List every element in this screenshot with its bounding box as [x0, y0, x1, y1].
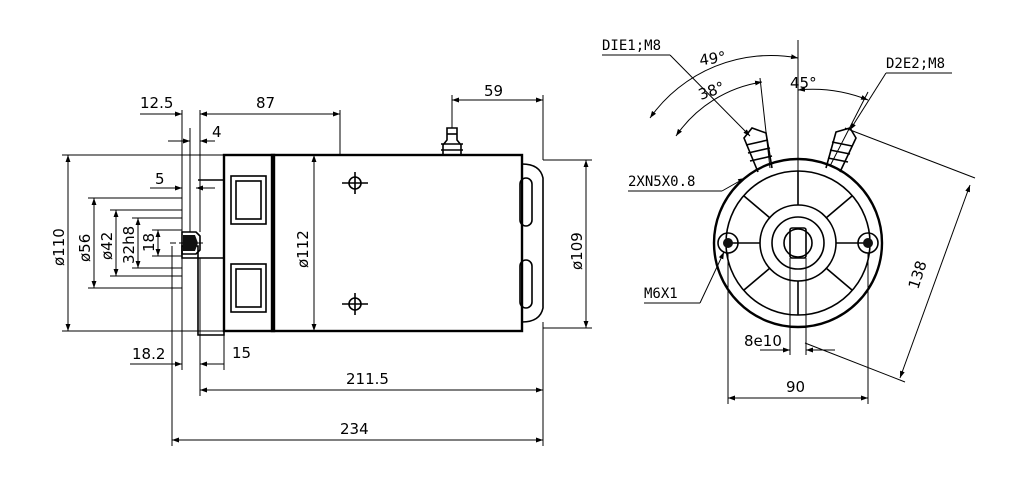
dim-dia-56: ø56 — [76, 197, 182, 289]
angle-45: 45° — [790, 74, 869, 167]
dim-dia-56-label: ø56 — [76, 234, 94, 262]
dim-211-5-label: 211.5 — [346, 370, 389, 388]
body-screw-top — [342, 172, 368, 194]
callout-8e10: 8e10 — [744, 258, 835, 355]
dim-5-label: 5 — [155, 170, 165, 188]
end-view: 49° 38° 45° DIE1;M8 D2E2;M8 2XN5X0.8 — [602, 38, 976, 404]
output-shaft — [170, 231, 205, 255]
dim-dia-110: ø110 — [50, 154, 224, 332]
dim-15: 15 — [200, 331, 251, 370]
dim-18-2-label: 18.2 — [132, 345, 165, 363]
dim-211-5: 211.5 — [199, 258, 544, 396]
dim-234-label: 234 — [340, 420, 369, 438]
dim-59-label: 59 — [484, 82, 503, 100]
dim-4-label: 4 — [212, 123, 222, 141]
dim-87-label: 87 — [256, 94, 275, 112]
dim-15-label: 15 — [232, 344, 251, 362]
dim-18: 18 — [140, 229, 182, 257]
callout-m6x1: M6X1 — [644, 251, 725, 304]
dim-dia-110-label: ø110 — [50, 228, 68, 266]
dim-5: 5 — [150, 170, 215, 191]
callout-d1e1-label: DIE1;M8 — [602, 38, 661, 54]
angle-49-label: 49° — [698, 48, 727, 70]
motor-body — [270, 153, 544, 333]
angle-38-label: 38° — [696, 78, 727, 104]
dim-dia-112-label: ø112 — [294, 230, 312, 268]
body-screw-bottom — [342, 293, 368, 315]
callout-m6x1-label: M6X1 — [644, 286, 678, 302]
dim-dia-112: ø112 — [294, 155, 317, 331]
side-view: 12.5 87 4 59 5 — [50, 82, 592, 446]
callout-n5x08: 2XN5X0.8 — [628, 174, 746, 192]
dim-dia-42-label: ø42 — [98, 232, 116, 260]
callout-d2e2-label: D2E2;M8 — [886, 56, 945, 72]
dim-234: 234 — [171, 246, 544, 446]
angle-49: 49° — [649, 40, 799, 174]
dim-12-5-label: 12.5 — [140, 94, 173, 112]
dim-90: 90 — [727, 253, 869, 404]
callout-8e10-label: 8e10 — [744, 332, 782, 350]
angle-38: 38° — [675, 78, 771, 169]
dim-4: 4 — [168, 123, 222, 232]
dim-90-label: 90 — [786, 378, 805, 396]
dim-18-label: 18 — [140, 233, 158, 252]
callout-d2e2: D2E2;M8 — [849, 56, 952, 131]
dim-12-5: 12.5 — [140, 94, 226, 232]
dim-32h8-label: 32h8 — [120, 226, 138, 264]
dim-dia-42: ø42 — [98, 209, 182, 277]
terminal-stud — [441, 127, 463, 155]
dim-dia-109-label: ø109 — [568, 232, 586, 270]
dim-32h8: 32h8 — [120, 217, 182, 269]
angle-45-label: 45° — [790, 74, 817, 92]
callout-n5x08-label: 2XN5X0.8 — [628, 174, 695, 190]
dim-18-2: 18.2 — [130, 258, 216, 370]
dim-dia-109: ø109 — [543, 159, 592, 329]
dim-138-label: 138 — [905, 258, 931, 291]
dim-59: 59 — [451, 82, 544, 160]
dim-87: 87 — [200, 94, 341, 155]
end-cap-ribs — [730, 171, 866, 315]
dim-138: 138 — [804, 127, 976, 383]
callout-d1e1: DIE1;M8 — [602, 38, 751, 137]
